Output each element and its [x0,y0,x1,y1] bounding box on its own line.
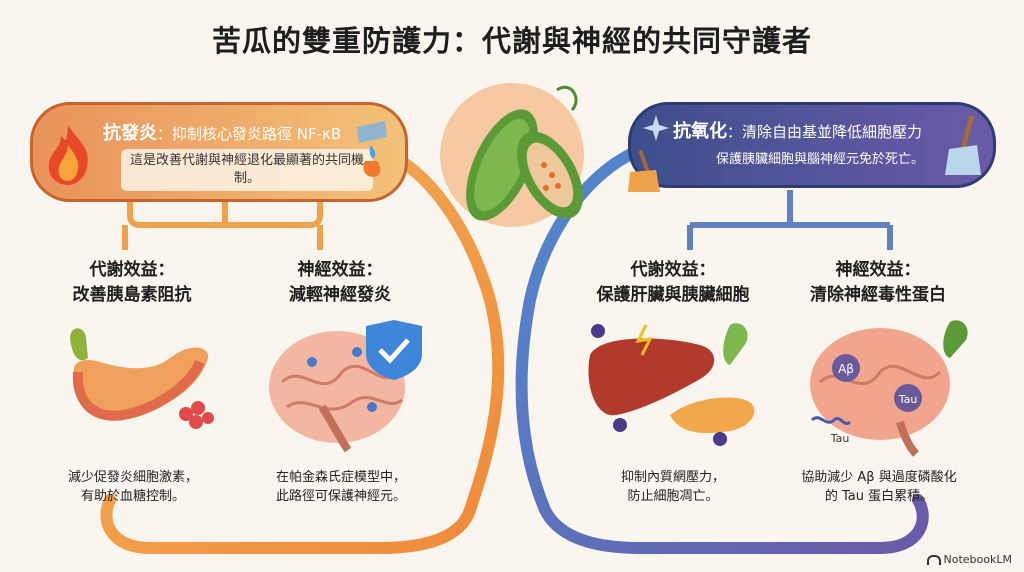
column-2-title-line2: 減輕神經發炎 [289,285,391,305]
column-4-desc-line1: 協助減少 Aβ 與過度磷酸化 [801,470,957,485]
column-4-desc-line2: 的 Tau 蛋白累積。 [824,489,934,504]
broom-icon [628,150,660,192]
column-2-desc-line2: 此路徑可保護神經元。 [275,489,406,504]
blue-flow-path [515,144,929,554]
anti-inflammatory-heading: 抗發炎：抑制核心發炎路徑 NF-κB [103,119,341,145]
column-1-desc: 減少促發炎細胞激素， 有助於血糖控制。 [28,468,238,506]
column-2-title-line1: 神經效益： [297,260,383,280]
tau-label: Tau [898,393,918,406]
column-3-desc: 抑制內質網壓力， 防止細胞凋亡。 [568,468,778,506]
pancreas-icon [70,328,214,429]
blue-branch [687,190,893,250]
orange-flow-path [100,144,505,554]
column-4-title-line2: 清除神經毒性蛋白 [810,285,946,305]
tau-tangle-label: Tau [830,432,850,445]
anti-inflammatory-title: 抗發炎 [103,123,157,144]
column-2-desc-line1: 在帕金森氏症模型中， [275,470,406,485]
column-1-title-line2: 改善胰島素阻抗 [72,285,192,305]
antioxidant-banner: 抗氧化：清除自由基並降低細胞壓力 保護胰臟細胞與腦神經元免於死亡。 [628,102,996,188]
notebooklm-logo-icon [926,555,941,565]
column-1-title-line1: 代謝效益： [89,260,175,280]
antioxidant-title: 抗氧化 [673,121,727,142]
column-3-desc-line1: 抑制內質網壓力， [620,470,725,485]
sparkle-icon [643,115,669,141]
column-1-desc-line2: 有助於血糖控制。 [80,489,185,504]
brain-shield-icon [269,320,422,452]
column-3-title-line1: 代謝效益： [630,260,716,280]
column-3-title: 代謝效益： 保護肝臟與胰臟細胞 [568,258,778,308]
antioxidant-subtitle: 保護胰臟細胞與腦神經元免於死亡。 [715,152,924,167]
antioxidant-heading: 抗氧化：清除自由基並降低細胞壓力 [673,117,922,143]
anti-inflammatory-subtitle: 這是改善代謝與神經退化最顯著的共同機制。 [121,149,373,191]
brand-watermark: NotebookLM [926,553,1012,566]
antioxidant-detail: ：清除自由基並降低細胞壓力 [727,123,923,141]
bitter-melon-icon [440,83,584,227]
column-4-title-line1: 神經效益： [835,260,921,280]
column-3-title-line2: 保護肝臟與胰臟細胞 [596,285,750,305]
column-4-title: 神經效益： 清除神經毒性蛋白 [778,258,978,308]
liver-pancreas-icon [588,323,755,446]
broom-icon [945,115,981,175]
column-1-title: 代謝效益： 改善胰島素阻抗 [32,258,232,308]
water-bucket-icon [357,121,387,177]
column-3-desc-line2: 防止細胞凋亡。 [627,489,719,504]
column-1-desc-line1: 減少促發炎細胞激素， [67,470,198,485]
abeta-label: Aβ [838,362,854,376]
column-4-desc: 協助減少 Aβ 與過度磷酸化 的 Tau 蛋白累積。 [774,468,984,506]
column-2-title: 神經效益： 減輕神經發炎 [240,258,440,308]
page-title: 苦瓜的雙重防護力：代謝與神經的共同守護者 [211,24,812,58]
fire-icon [48,125,88,185]
column-2-desc: 在帕金森氏症模型中， 此路徑可保護神經元。 [236,468,446,506]
brand-label: NotebookLM [943,553,1012,566]
brain-protein-icon: Aβ Tau Tau [810,320,968,457]
anti-inflammatory-detail: ：抑制核心發炎路徑 NF-κB [157,125,342,143]
anti-inflammatory-banner: 抗發炎：抑制核心發炎路徑 NF-κB 這是改善代謝與神經退化最顯著的共同機制。 [30,102,408,202]
